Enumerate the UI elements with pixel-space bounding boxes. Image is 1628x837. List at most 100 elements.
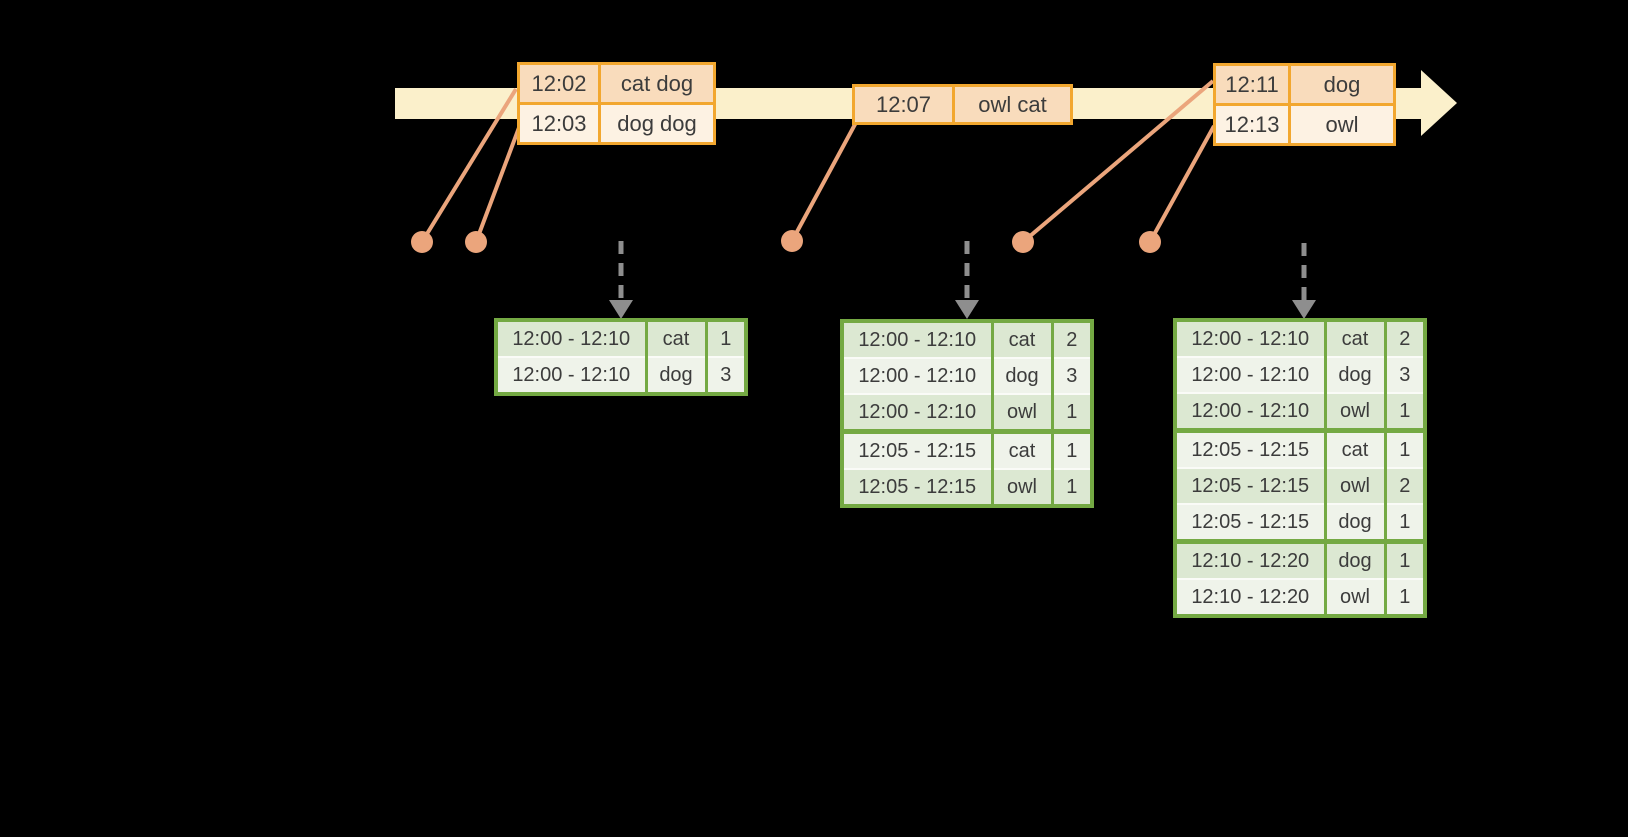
- event-words-cell: dog: [1288, 63, 1396, 106]
- result-count-cell: 1: [1050, 429, 1094, 469]
- event-time-cell: 12:07: [852, 84, 955, 125]
- result-window-cell: 12:05 - 12:15: [1173, 428, 1327, 468]
- result-count-cell: 1: [1383, 539, 1427, 579]
- result-count-cell: 2: [1050, 321, 1094, 358]
- result-count-cell: 3: [704, 356, 748, 394]
- event-dot-icon: [411, 231, 433, 253]
- result-word-cell: cat: [1323, 428, 1387, 468]
- result-count-cell: 1: [1383, 578, 1427, 616]
- timeline-arrowhead-icon: [1421, 70, 1457, 136]
- result-window-cell: 12:00 - 12:10: [840, 321, 994, 358]
- event-dot-icon: [465, 231, 487, 253]
- result-word-cell: owl: [1323, 467, 1387, 504]
- result-word-cell: dog: [1323, 356, 1387, 393]
- result-count-cell: 1: [1383, 428, 1427, 468]
- event-dot-icon: [781, 230, 803, 252]
- result-window-cell: 12:00 - 12:10: [840, 393, 994, 432]
- result-word-cell: dog: [990, 357, 1054, 394]
- result-window-cell: 12:00 - 12:10: [1173, 356, 1327, 393]
- event-dot-icon: [1012, 231, 1034, 253]
- result-word-cell: cat: [990, 321, 1054, 358]
- arrowhead-down-icon: [1292, 300, 1316, 319]
- result-count-cell: 2: [1383, 320, 1427, 357]
- event-leader-lines: [420, 79, 1216, 244]
- result-window-cell: 12:05 - 12:15: [1173, 467, 1327, 504]
- result-word-cell: owl: [990, 468, 1054, 506]
- result-window-cell: 12:10 - 12:20: [1173, 539, 1327, 579]
- event-leader-line: [1148, 125, 1216, 243]
- event-leader-line: [420, 87, 518, 244]
- result-count-cell: 1: [1383, 503, 1427, 542]
- event-leader-line: [1021, 79, 1215, 244]
- result-window-cell: 12:00 - 12:10: [840, 357, 994, 394]
- result-count-cell: 1: [704, 320, 748, 357]
- event-leader-line: [474, 124, 522, 243]
- result-window-cell: 12:00 - 12:10: [494, 356, 648, 394]
- event-words-cell: dog dog: [598, 102, 716, 145]
- result-word-cell: dog: [1323, 539, 1387, 579]
- event-words-cell: owl: [1288, 103, 1396, 146]
- result-window-cell: 12:10 - 12:20: [1173, 578, 1327, 616]
- arrowhead-down-icon: [955, 300, 979, 319]
- event-dots: [411, 230, 1161, 253]
- result-window-cell: 12:05 - 12:15: [840, 429, 994, 469]
- result-count-cell: 1: [1050, 468, 1094, 506]
- result-window-cell: 12:00 - 12:10: [1173, 320, 1327, 357]
- result-count-cell: 3: [1050, 357, 1094, 394]
- result-window-cell: 12:00 - 12:10: [494, 320, 648, 357]
- trigger-arrows: [618, 241, 1307, 303]
- result-word-cell: cat: [644, 320, 708, 357]
- result-word-cell: dog: [1323, 503, 1387, 542]
- event-time-cell: 12:13: [1213, 103, 1291, 146]
- result-count-cell: 2: [1383, 467, 1427, 504]
- event-dot-icon: [1139, 231, 1161, 253]
- result-window-cell: 12:05 - 12:15: [840, 468, 994, 506]
- event-time-cell: 12:03: [517, 102, 601, 145]
- event-words-cell: owl cat: [952, 84, 1073, 125]
- result-word-cell: owl: [1323, 392, 1387, 431]
- event-time-cell: 12:02: [517, 62, 601, 105]
- result-count-cell: 1: [1050, 393, 1094, 432]
- result-word-cell: cat: [990, 429, 1054, 469]
- result-count-cell: 3: [1383, 356, 1427, 393]
- result-window-cell: 12:05 - 12:15: [1173, 503, 1327, 542]
- trigger-arrowheads: [609, 300, 1316, 319]
- result-count-cell: 1: [1383, 392, 1427, 431]
- event-leader-line: [790, 103, 868, 242]
- result-word-cell: dog: [644, 356, 708, 394]
- result-word-cell: owl: [990, 393, 1054, 432]
- arrowhead-down-icon: [609, 300, 633, 319]
- result-word-cell: cat: [1323, 320, 1387, 357]
- event-words-cell: cat dog: [598, 62, 716, 105]
